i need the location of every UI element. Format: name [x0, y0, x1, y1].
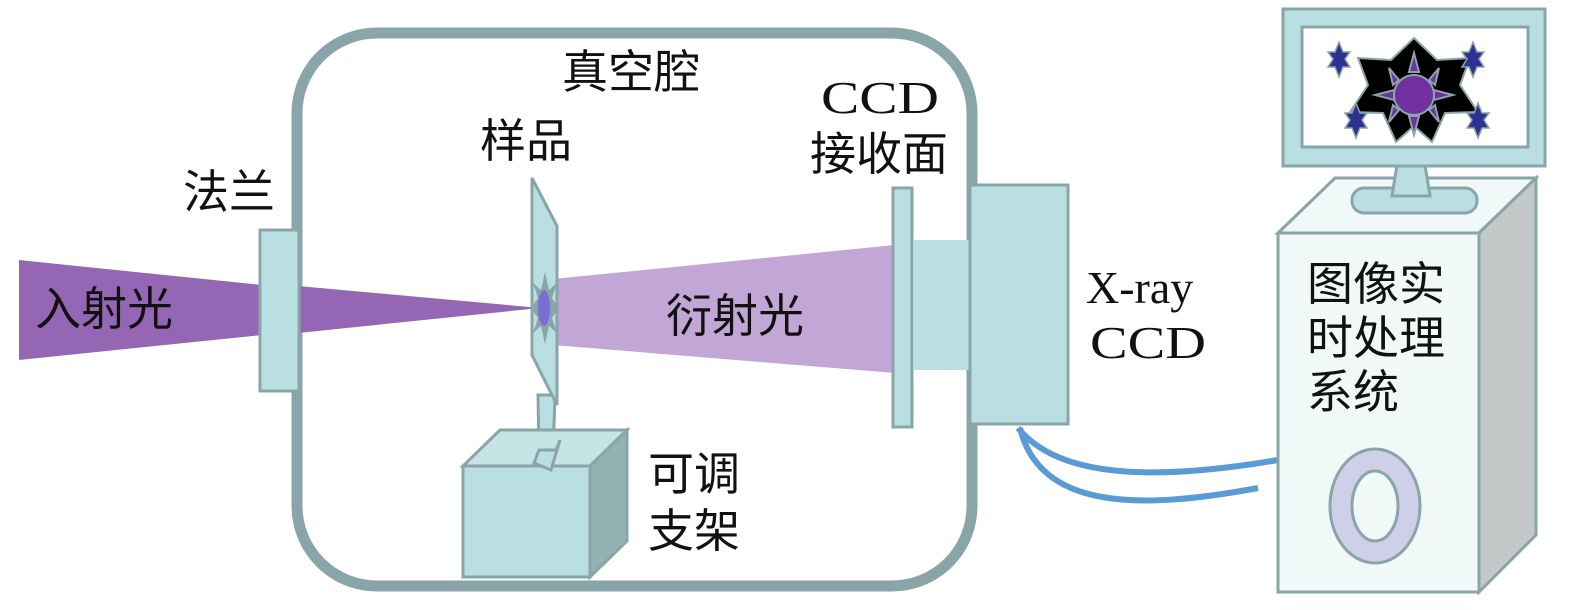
- incident-beam-inner: [298, 286, 540, 333]
- cable-2: [1017, 427, 1259, 504]
- screen-ray-triangles: [1407, 49, 1421, 73]
- label-ccd-surface-line2: 接收面: [810, 127, 948, 181]
- screen-diffraction-pattern: [1326, 36, 1491, 144]
- monitor-stand-neck: [1390, 163, 1432, 198]
- data-cables: [1015, 426, 1279, 504]
- label-ccd-surface-line1: CCD: [821, 72, 939, 123]
- label-sample: 样品: [480, 114, 572, 168]
- label-adjustable-mount-line1: 可调: [648, 447, 740, 501]
- label-xray-ccd-line1: X-ray: [1086, 262, 1193, 313]
- ccd-receiving-surface: [891, 186, 914, 429]
- sample-spot: [538, 290, 550, 326]
- mount-front-face: [461, 464, 592, 579]
- mount-joint: [532, 439, 562, 473]
- label-adjustable-mount-line2: 支架: [648, 504, 740, 558]
- monitor: [1281, 7, 1547, 215]
- drive-ring-hole: [1350, 469, 1400, 543]
- label-vacuum-chamber: 真空腔: [562, 45, 700, 99]
- screen-ray-triangles: [1427, 103, 1440, 123]
- screen-small-star-icon: [1343, 100, 1369, 141]
- diffracted-beam: [553, 245, 895, 373]
- screen-ray-triangles: [1388, 103, 1401, 123]
- sample-diffraction-spot: [531, 272, 559, 344]
- incident-beam-outer: [19, 260, 262, 360]
- cable-1: [1015, 426, 1279, 476]
- label-incident-light: 入射光: [35, 282, 173, 336]
- label-processing-system-line1: 图像实: [1307, 257, 1445, 311]
- screen-ray-triangles: [1427, 67, 1440, 87]
- label-flange: 法兰: [183, 165, 275, 219]
- label-processing-system-line3: 系统: [1307, 365, 1399, 419]
- screen-center-spot: [1393, 74, 1435, 116]
- ccd-coupling: [914, 240, 969, 370]
- label-xray-ccd-line2: CCD: [1090, 317, 1206, 368]
- screen-small-star-icon: [1460, 39, 1486, 80]
- label-processing-system-line2: 时处理: [1307, 311, 1445, 365]
- flange: [258, 228, 301, 393]
- adjustable-mount: [459, 426, 631, 581]
- screen-small-star-icon: [1465, 100, 1491, 141]
- tower-side-face: [1477, 174, 1538, 596]
- label-diffracted-light: 衍射光: [666, 289, 804, 343]
- screen-ray-triangles: [1388, 67, 1401, 87]
- screen-small-star-icon: [1326, 39, 1352, 80]
- xray-ccd-body: [968, 183, 1070, 426]
